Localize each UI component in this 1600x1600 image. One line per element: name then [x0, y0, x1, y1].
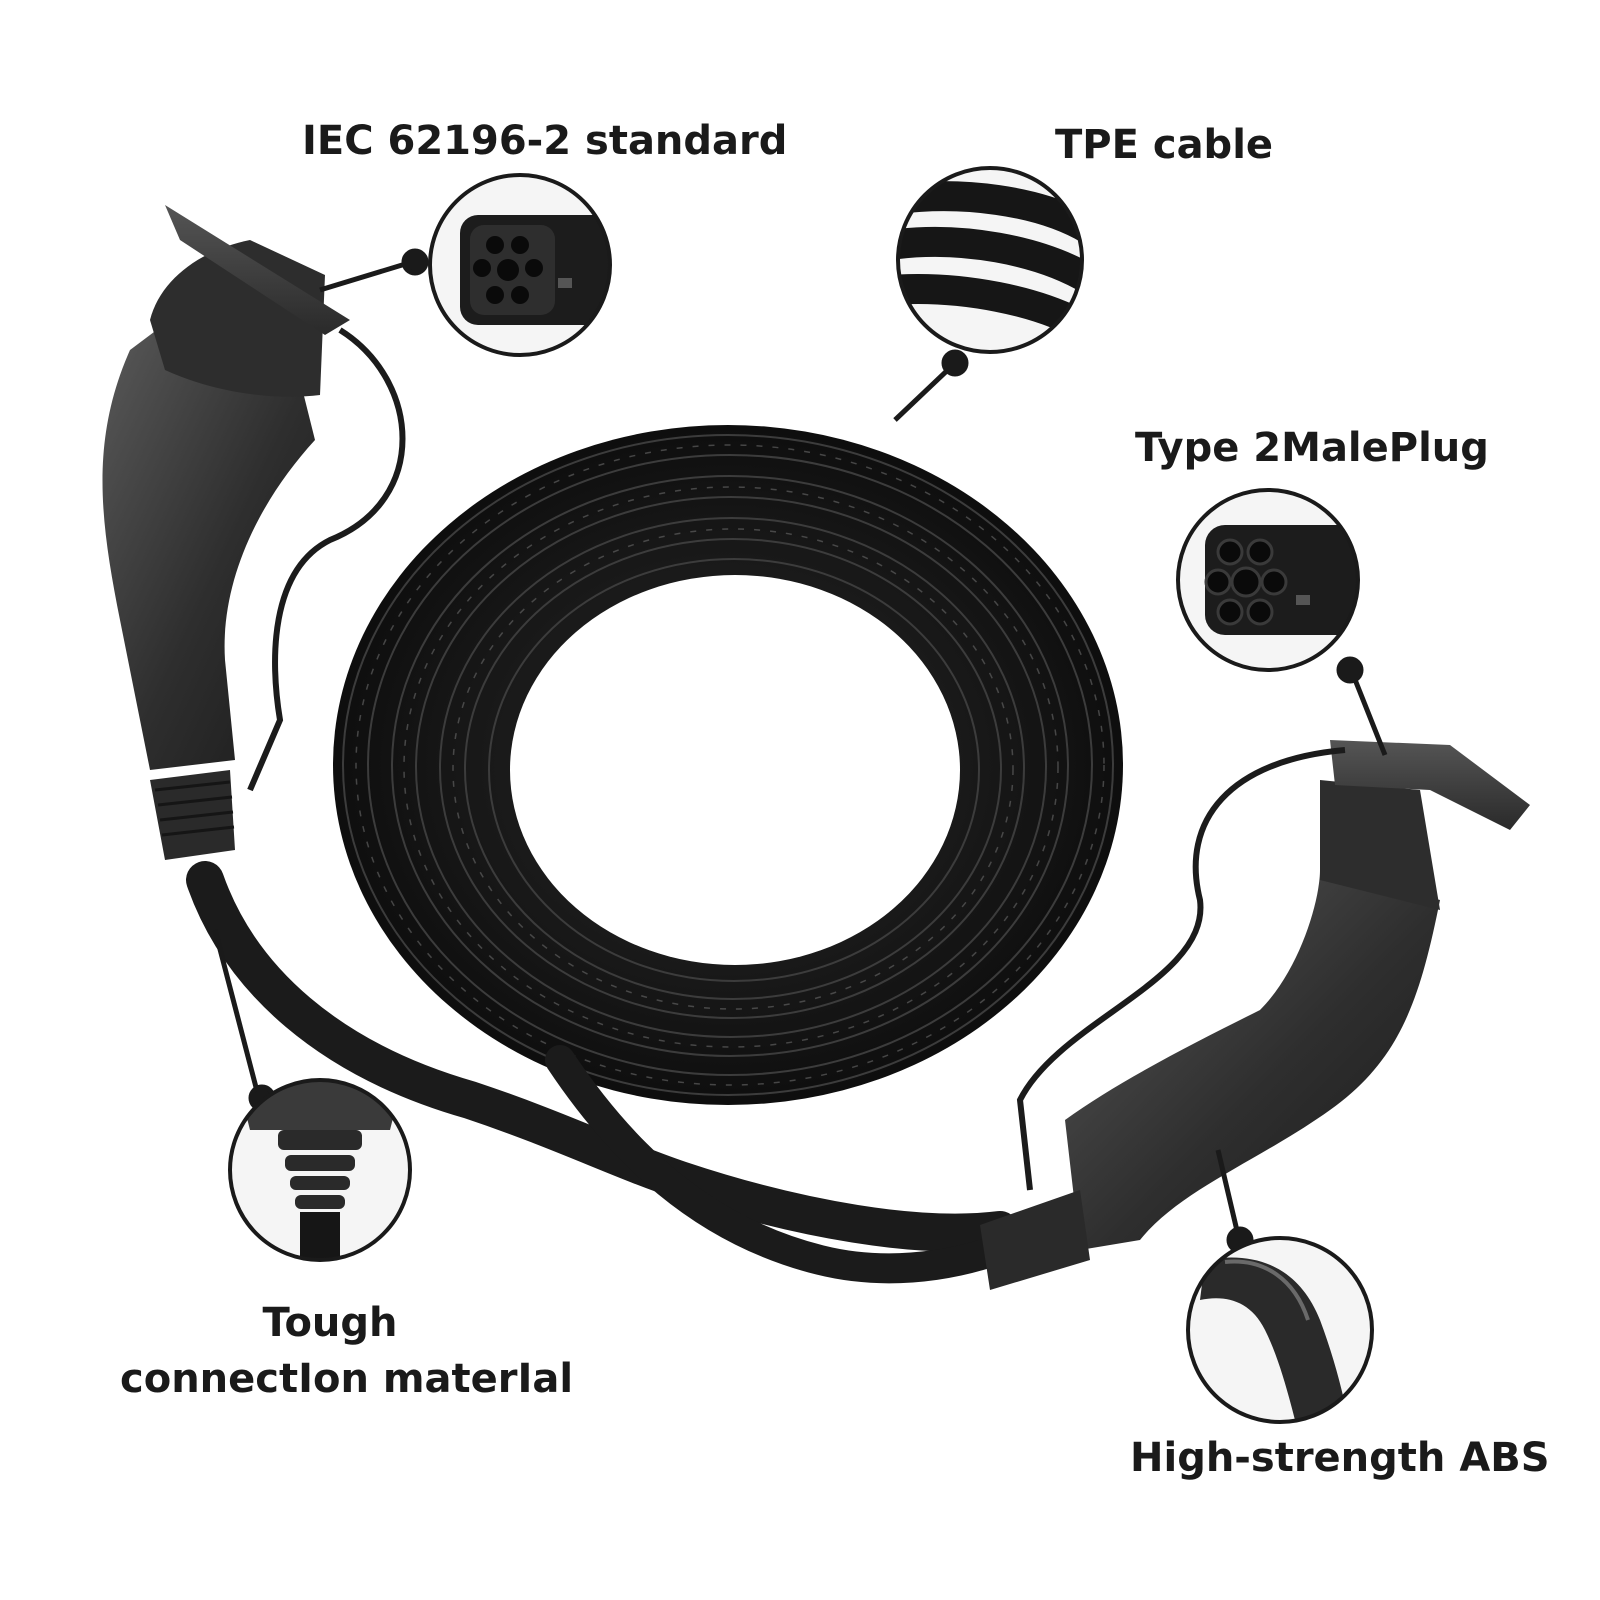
right-connector: [980, 740, 1530, 1290]
male-plug-icon: [1176, 488, 1360, 672]
high-strength-abs-label: High-strength ABS: [1130, 1435, 1550, 1481]
coiled-cable: [333, 425, 1123, 1105]
iec-standard-label: IEC 62196-2 standard: [302, 118, 788, 164]
tpe-cable-label: TPE cable: [1055, 122, 1274, 168]
tough-connection-label-line2: connectIon materIal: [120, 1356, 574, 1402]
cable-lead: [186, 861, 1035, 1284]
tough-connection-label-line1: Tough: [262, 1300, 398, 1346]
type2-male-plug-label: Type 2MalePlug: [1135, 425, 1489, 471]
cable-closeup-icon: [896, 166, 1084, 354]
left-connector: [102, 205, 406, 860]
leader-lines: [212, 248, 1388, 1254]
female-socket-icon: [428, 173, 612, 357]
strain-relief-icon: [228, 1078, 412, 1262]
tough-connection-label: Tough connectIon materIal: [120, 1295, 574, 1407]
handle-closeup-icon: [1186, 1236, 1374, 1424]
